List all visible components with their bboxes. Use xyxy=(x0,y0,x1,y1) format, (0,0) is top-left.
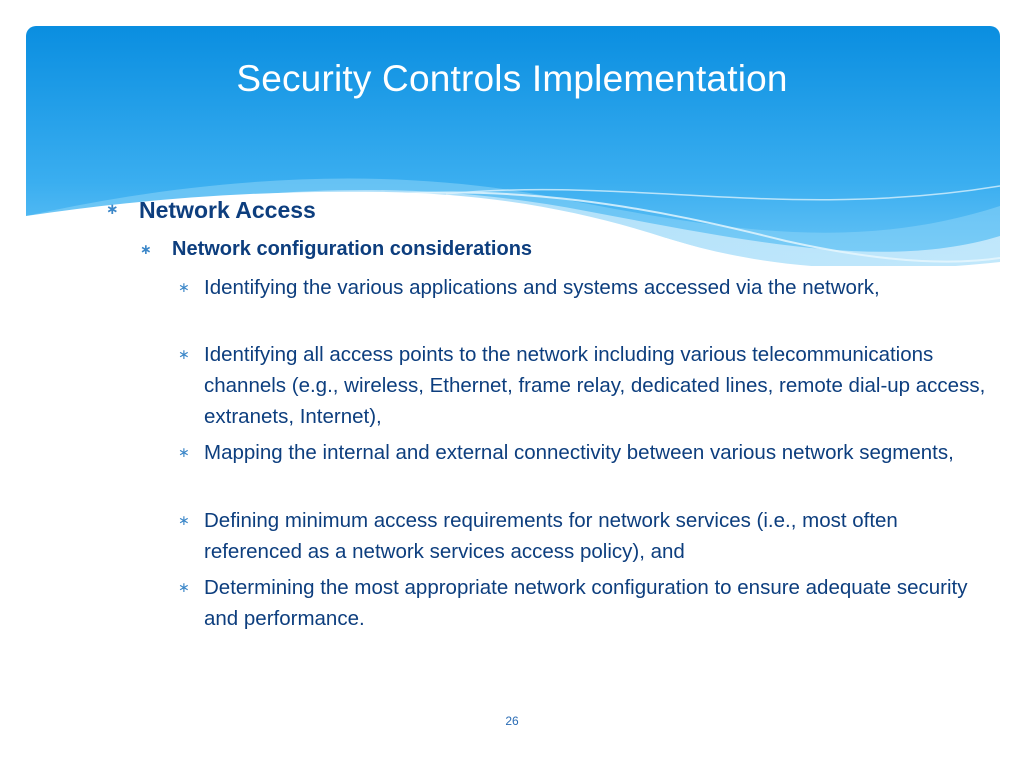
bullet-level1: ∗ Network Access xyxy=(106,194,316,226)
bullet-level3-item: ∗ Defining minimum access requirements f… xyxy=(178,505,994,567)
asterisk-bullet-icon: ∗ xyxy=(178,579,190,595)
header-banner xyxy=(26,26,1000,266)
asterisk-bullet-icon: ∗ xyxy=(178,346,190,362)
bullet-level3-text: Defining minimum access requirements for… xyxy=(204,509,898,563)
asterisk-bullet-icon: ∗ xyxy=(178,512,190,528)
asterisk-bullet-icon: ∗ xyxy=(106,201,119,218)
bullet-level3-item: ∗ Identifying the various applications a… xyxy=(178,272,994,303)
bullet-level3-text: Determining the most appropriate network… xyxy=(204,576,968,630)
bullet-level3-item: ∗ Mapping the internal and external conn… xyxy=(178,437,994,468)
asterisk-bullet-icon: ∗ xyxy=(140,241,152,257)
bullet-level2: ∗ Network configuration considerations xyxy=(140,234,532,264)
page-number: 26 xyxy=(505,714,519,728)
header-wave-graphic xyxy=(26,26,1000,266)
bullet-level1-text: Network Access xyxy=(139,197,316,223)
bullet-level3-text: Identifying all access points to the net… xyxy=(204,343,986,428)
bullet-level3-text: Identifying the various applications and… xyxy=(204,276,880,299)
bullet-level2-text: Network configuration considerations xyxy=(172,238,533,260)
asterisk-bullet-icon: ∗ xyxy=(178,444,190,460)
bullet-level3-item: ∗ Identifying all access points to the n… xyxy=(178,339,994,432)
slide-title: Security Controls Implementation xyxy=(236,58,788,99)
bullet-level3-text: Mapping the internal and external connec… xyxy=(204,441,954,464)
asterisk-bullet-icon: ∗ xyxy=(178,279,190,295)
bullet-level3-item: ∗ Determining the most appropriate netwo… xyxy=(178,572,994,634)
